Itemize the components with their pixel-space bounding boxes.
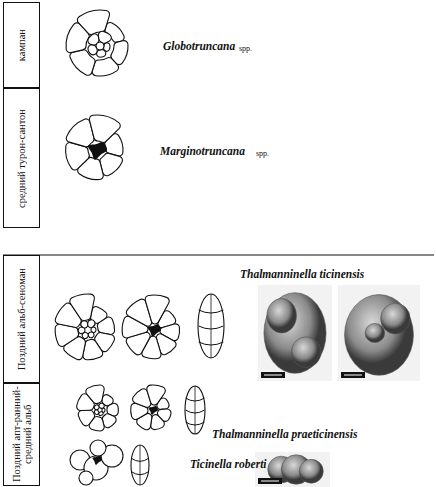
ticinensis-drawing [145, 295, 169, 324]
roberti-drawing [79, 471, 93, 485]
stage-cell: кампан [3, 2, 40, 88]
scale-bar [264, 375, 282, 376]
stage-name: средний турон-сантон [16, 109, 27, 208]
globotruncana-drawing [92, 58, 118, 76]
sem-chamber [345, 295, 414, 376]
praeticinensis-drawing [195, 386, 196, 434]
ticinensis-drawing [198, 294, 224, 358]
taxon-label: Globotruncana [163, 40, 235, 52]
taxon-label: Thalmanninella ticinensis [240, 268, 364, 280]
praeticinensis-drawing [147, 385, 166, 405]
umbilicus [92, 456, 102, 465]
ticinensis-drawing [88, 320, 95, 328]
scale-bar [261, 481, 279, 482]
stage-cell: средний турон-сантон [3, 88, 40, 228]
globotruncana-drawing [97, 50, 106, 58]
praeticinensis-drawing [185, 386, 205, 434]
globotruncana-drawing [96, 42, 104, 50]
taxon-label: spp. [239, 44, 252, 53]
scale-bar [261, 372, 285, 378]
stage-name: Поздний альб-сеноман [16, 268, 27, 370]
taxon-label: Marginotruncana [160, 145, 245, 157]
sem-photo [338, 285, 420, 381]
taxon-label: Ticinella roberti [190, 458, 267, 470]
frame-line [3, 254, 434, 255]
taxon-label: spp. [256, 149, 269, 158]
sem-chamber [299, 459, 323, 483]
praeticinensis-drawing [94, 410, 98, 415]
taxon-label: Thalmanninella praeticinensis [212, 428, 357, 440]
ticinensis-drawing [88, 332, 94, 338]
globotruncana-drawing [77, 10, 109, 34]
stage-name: кампан [16, 29, 27, 61]
sem-photo [258, 285, 332, 381]
sem-chamber [365, 323, 385, 342]
roberti-drawing [131, 445, 149, 485]
scale-bar [258, 478, 282, 484]
sem-chamber [381, 303, 411, 334]
marginotruncana-drawing [89, 115, 120, 143]
ticinensis-drawing [81, 321, 88, 328]
umbilicus [88, 142, 107, 160]
stage-cell: Поздний апт-ранний-средний альб [3, 383, 40, 486]
praeticinensis-drawing [151, 415, 165, 430]
ticinensis-drawing [70, 294, 95, 321]
praeticinensis-drawing [99, 403, 104, 408]
ticinensis-drawing [97, 317, 114, 334]
roberti-drawing [90, 440, 106, 456]
sem-chamber [264, 293, 326, 374]
sem-chamber [291, 337, 321, 368]
ticinensis-drawing [211, 294, 212, 358]
praeticinensis-drawing [78, 410, 94, 426]
umbilicus [148, 406, 158, 415]
sem-chamber [267, 298, 297, 333]
scale-bar [341, 372, 365, 378]
roberti-drawing [140, 445, 141, 485]
globotruncana-drawing [98, 31, 111, 43]
umbilicus [148, 324, 161, 336]
marginotruncana-drawing [100, 153, 123, 176]
stage-cell: Поздний альб-сеноман [3, 255, 40, 383]
scale-bar [344, 375, 362, 376]
praeticinensis-drawing [86, 385, 104, 404]
stage-name: Поздний апт-ранний-средний альб [11, 384, 33, 485]
